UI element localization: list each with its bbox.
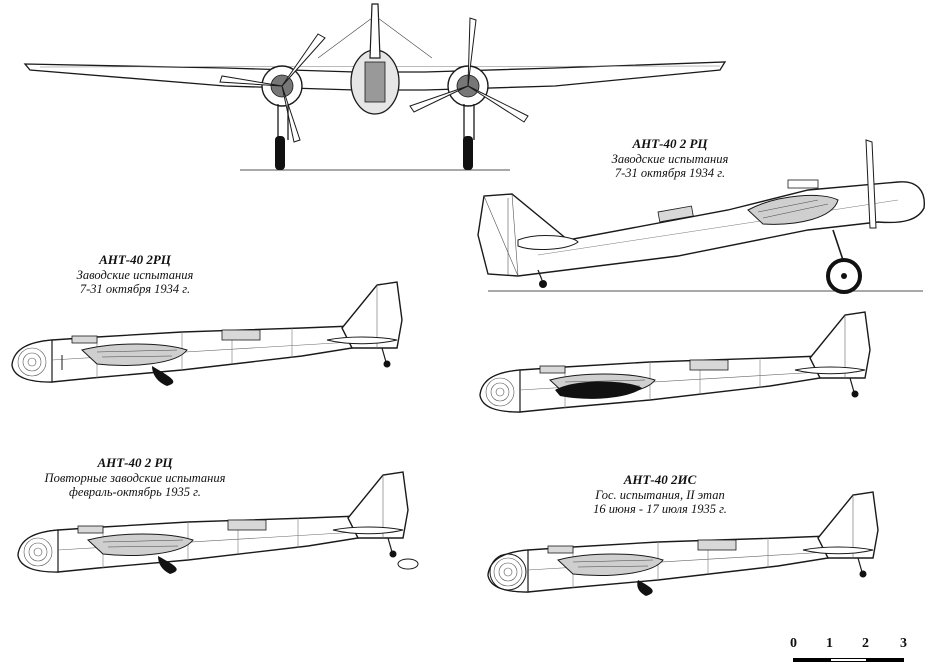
scale-segment [867,658,904,662]
caption-title: АНТ-40 2ИС [623,472,697,487]
profile-middle-right [479,311,871,413]
scale-label-0: 0 [790,636,797,651]
caption-title: АНТ-40 2 РЦ [97,455,173,470]
caption-line: Заводские испытания [611,152,729,166]
caption-line: Повторные заводские испытания [44,471,226,485]
caption-line: 7-31 октября 1934 г. [614,166,726,180]
caption-title: АНТ-40 2РЦ [99,252,171,267]
profile-top-right [477,139,925,294]
caption-top-right: АНТ-40 2 РЦ Заводские испытания 7-31 окт… [585,136,755,180]
scale-label-1: 1 [826,636,833,651]
caption-line: Заводские испытания [76,268,194,282]
caption-bottom-right: АНТ-40 2ИС Гос. испытания, II этап 16 ию… [565,472,755,516]
caption-middle-left: АНТ-40 2РЦ Заводские испытания 7-31 октя… [50,252,220,296]
profile-bottom-left [17,471,419,574]
scale-label-3: 3 [900,636,907,651]
front-view [23,3,727,171]
caption-line: февраль-октябрь 1935 г. [69,485,201,499]
caption-line: 7-31 октября 1934 г. [79,282,191,296]
scale-segment [830,658,867,662]
caption-line: 16 июня - 17 июля 1935 г. [593,502,727,516]
caption-line: Гос. испытания, II этап [595,488,725,502]
scale-label-2: 2 [862,636,869,651]
profile-middle-left [11,281,403,386]
caption-bottom-left: АНТ-40 2 РЦ Повторные заводские испытани… [30,455,240,499]
caption-title: АНТ-40 2 РЦ [632,136,708,151]
scale-segment [793,658,830,662]
profile-bottom-right [487,491,879,596]
scale-bar: 0 1 2 3 [788,636,928,666]
